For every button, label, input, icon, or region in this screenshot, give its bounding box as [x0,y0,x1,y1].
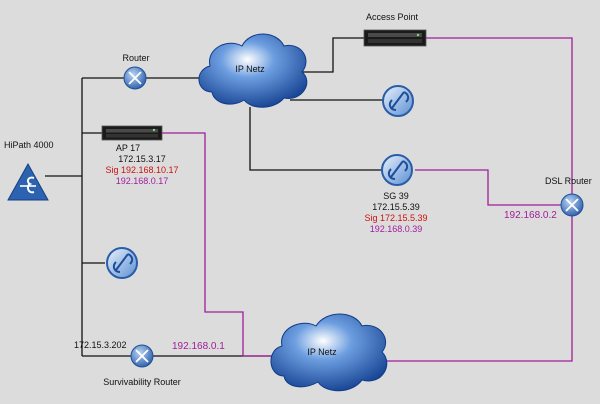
survivability-router-label: Survivability Router [103,377,181,387]
ip-netz-bottom-label: IP Netz [307,347,337,357]
dsl-router-label: DSL Router [545,176,592,186]
magenta-links [150,37,573,362]
link-cloud-sg39 [249,107,390,171]
sg39-sig: Sig 172.15.5.39 [364,213,428,223]
survivability-router-icon [130,344,154,368]
link-ap17-surv [150,132,280,357]
ap17-ip: 172.15.3.17 [118,154,166,164]
router-icon [123,66,147,90]
phone-icon-left [106,247,138,279]
dsl-router-ip: 192.168.0.2 [504,210,557,221]
ap17-label: AP 17 [115,143,141,153]
survivability-router-ip: 172.15.3.202 [74,340,127,350]
ap17-sig: Sig 192.168.10.17 [105,165,179,175]
ap17-device-icon [101,125,163,141]
sg39-ip: 172.15.5.39 [372,202,420,212]
sg39-label: SG 39 [383,191,409,201]
link-sg39-dsl [415,169,572,206]
access-point-device-icon [363,29,427,47]
dsl-router-icon [560,193,584,217]
link-cloud-ap [290,37,366,73]
sg39-ip2: 192.168.0.39 [369,224,423,234]
link-ap-dsl [426,37,573,205]
phone-icon-top [382,85,414,117]
survivability-router-ip2: 192.168.0.1 [172,341,225,352]
link-dsl-cloud2 [376,205,573,362]
black-links [45,37,390,357]
access-point-label: Access Point [365,12,419,22]
ip-netz-bottom-cloud [270,313,388,392]
ap17-ip2: 192.168.0.17 [115,176,169,186]
router-label: Router [122,53,150,63]
hipath-icon [7,162,49,201]
hipath-label: HiPath 4000 [4,140,54,150]
sg39-phone-icon [381,154,413,186]
ip-netz-top-cloud [198,33,308,108]
ip-netz-top-label: IP Netz [235,64,265,74]
